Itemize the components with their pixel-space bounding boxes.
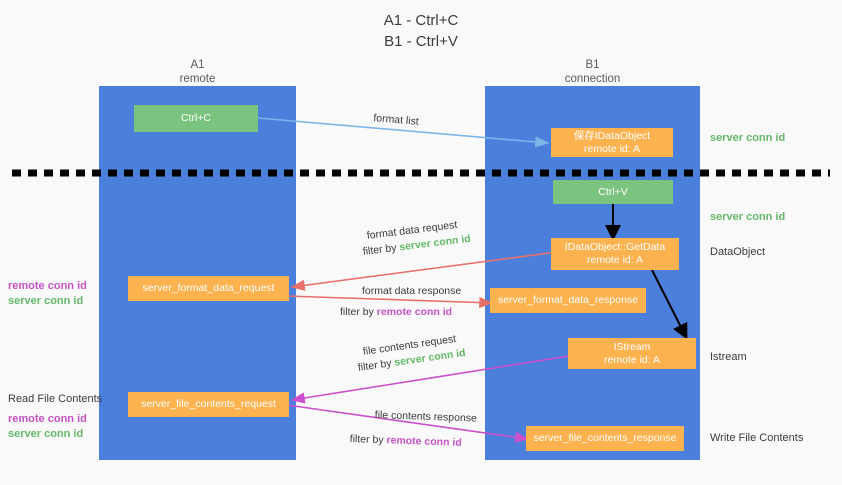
file-contents-request-filter-prefix: filter by [357, 356, 396, 374]
side-label-server-conn-id-top: server conn id [710, 132, 786, 144]
box-server-file-contents-request[interactable]: server_file_contents_request [128, 392, 289, 417]
column-a1-sub: remote [179, 73, 216, 85]
column-a1-name: A1 [190, 59, 205, 71]
box-server-file-contents-response[interactable]: server_file_contents_response [526, 426, 684, 451]
edge-label-format-list: format list [372, 111, 420, 128]
box-istream[interactable]: IStream remote id: A [568, 338, 696, 369]
box-ctrl-v[interactable]: Ctrl+V [553, 180, 673, 204]
box-server-file-contents-response-label: server_file_contents_response [533, 432, 677, 444]
format-data-response-filter-key: remote conn id [376, 306, 453, 318]
format-data-response-filter-prefix: filter by [340, 306, 377, 318]
box-server-format-data-request[interactable]: server_format_data_request [128, 276, 289, 301]
page-title: A1 - Ctrl+C B1 - Ctrl+V [0, 10, 842, 52]
column-header-a1: A1 remote [99, 58, 296, 86]
side-label-read-file-contents: Read File Contents [8, 393, 103, 405]
box-ctrl-c[interactable]: Ctrl+C [134, 105, 258, 132]
box-idataobject-getdata-line1: IDataObject::GetData [564, 241, 666, 253]
box-server-format-data-response[interactable]: server_format_data_response [490, 288, 646, 313]
side-label-server-conn-id-2: server conn id [8, 428, 84, 440]
title-line-2: B1 - Ctrl+V [384, 33, 458, 50]
side-label-remote-conn-id-2: remote conn id [8, 413, 87, 425]
box-istream-line1: IStream [613, 340, 651, 353]
box-idataobject-getdata-line2: remote id: A [586, 254, 644, 266]
file-contents-response-filter-key: remote conn id [386, 434, 462, 449]
format-data-request-filter-prefix: filter by [362, 241, 401, 258]
side-label-server-conn-id-1: server conn id [8, 295, 84, 307]
column-b1-sub: connection [564, 73, 621, 85]
title-line-1: A1 - Ctrl+C [383, 12, 459, 29]
box-istream-line2: remote id: A [603, 353, 661, 366]
file-contents-response-filter-prefix: filter by [349, 432, 387, 447]
box-ctrl-v-label: Ctrl+V [598, 185, 628, 198]
box-save-idataobject[interactable]: 保存IDataObject remote id: A [551, 128, 673, 157]
edge-label-file-contents-response-filter: filter by remote conn id [350, 432, 462, 450]
box-server-file-contents-request-label: server_file_contents_request [141, 398, 276, 410]
edge-label-format-data-response: format data response [362, 285, 462, 297]
box-server-format-data-response-label: server_format_data_response [497, 294, 639, 306]
edge-label-file-contents-response: file contents response [374, 408, 478, 425]
side-label-dataobject: DataObject [710, 246, 766, 258]
box-server-format-data-request-label: server_format_data_request [142, 282, 275, 294]
box-save-idataobject-line2: remote id: A [583, 142, 641, 155]
box-ctrl-c-label: Ctrl+C [180, 112, 212, 124]
side-label-remote-conn-id-1: remote conn id [8, 280, 87, 292]
side-label-server-conn-id-mid: server conn id [710, 211, 786, 223]
side-label-write-file-contents: Write File Contents [710, 432, 804, 444]
side-label-istream: Istream [710, 351, 747, 363]
edge-label-format-data-response-filter: filter by remote conn id [340, 305, 452, 319]
box-idataobject-getdata[interactable]: IDataObject::GetData remote id: A [551, 238, 679, 270]
column-header-b1: B1 connection [485, 58, 700, 86]
column-b1-name: B1 [585, 59, 600, 71]
box-save-idataobject-line1: 保存IDataObject [573, 129, 651, 142]
